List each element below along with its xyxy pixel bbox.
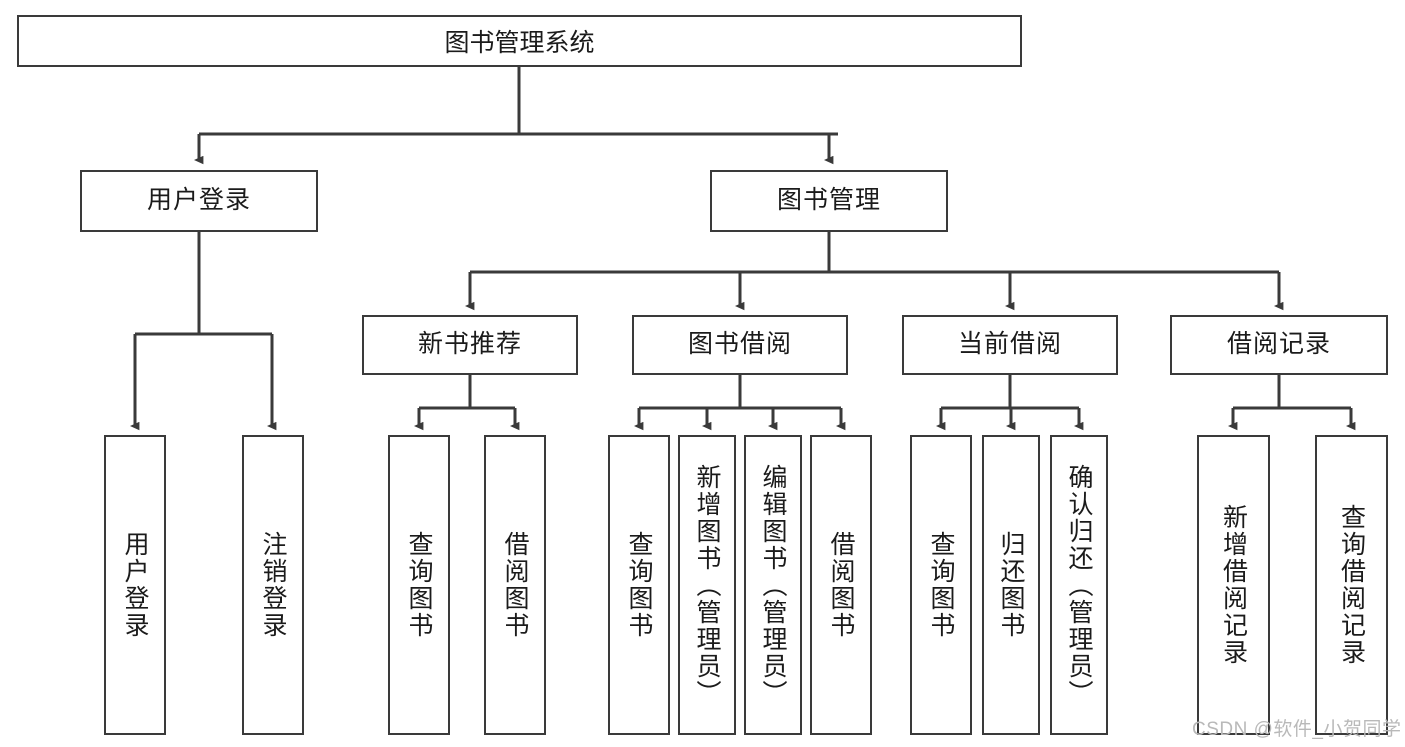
node-borrow-book-1-label: 借阅图书 — [501, 531, 529, 639]
node-query-book-3-label: 查询图书 — [927, 531, 955, 639]
node-new-book-recommend-label: 新书推荐 — [417, 330, 522, 359]
node-borrow-book-2[interactable]: 借阅图书 — [810, 435, 872, 735]
node-borrow-record-label: 借阅记录 — [1226, 330, 1331, 359]
node-return-book-label: 归还图书 — [997, 531, 1025, 639]
watermark: CSDN @软件_小贺同学 — [1192, 719, 1402, 740]
node-borrow-record[interactable]: 借阅记录 — [1170, 315, 1388, 375]
node-edit-book[interactable]: 编辑图书（管理员） — [744, 435, 802, 735]
node-book-management[interactable]: 图书管理 — [710, 170, 948, 232]
node-book-management-label: 图书管理 — [776, 186, 881, 215]
node-query-borrow-record[interactable]: 查询借阅记录 — [1315, 435, 1388, 735]
node-user-login-leaf-label: 用户登录 — [121, 531, 149, 639]
node-query-book-3[interactable]: 查询图书 — [910, 435, 972, 735]
node-root[interactable]: 图书管理系统 — [17, 15, 1022, 67]
node-current-borrow-label: 当前借阅 — [957, 330, 1062, 359]
node-user-logout-leaf[interactable]: 注销登录 — [242, 435, 304, 735]
node-new-book-recommend[interactable]: 新书推荐 — [362, 315, 578, 375]
node-user-login[interactable]: 用户登录 — [80, 170, 318, 232]
node-add-borrow-record-label: 新增借阅记录 — [1219, 504, 1248, 666]
node-user-logout-leaf-label: 注销登录 — [259, 531, 287, 639]
node-book-borrow[interactable]: 图书借阅 — [632, 315, 848, 375]
node-query-book-2[interactable]: 查询图书 — [608, 435, 670, 735]
node-add-book-label: 新增图书（管理员） — [693, 463, 721, 707]
node-confirm-return-label: 确认归还（管理员） — [1065, 463, 1093, 707]
node-borrow-book-1[interactable]: 借阅图书 — [484, 435, 546, 735]
node-current-borrow[interactable]: 当前借阅 — [902, 315, 1118, 375]
node-add-book[interactable]: 新增图书（管理员） — [678, 435, 736, 735]
node-query-book-2-label: 查询图书 — [625, 531, 653, 639]
node-return-book[interactable]: 归还图书 — [982, 435, 1040, 735]
node-user-login-label: 用户登录 — [146, 186, 251, 215]
node-query-book-1-label: 查询图书 — [405, 531, 433, 639]
node-edit-book-label: 编辑图书（管理员） — [759, 463, 787, 707]
node-user-login-leaf[interactable]: 用户登录 — [104, 435, 166, 735]
node-add-borrow-record[interactable]: 新增借阅记录 — [1197, 435, 1270, 735]
node-root-label: 图书管理系统 — [444, 29, 595, 57]
node-query-book-1[interactable]: 查询图书 — [388, 435, 450, 735]
node-query-borrow-record-label: 查询借阅记录 — [1337, 504, 1366, 666]
node-confirm-return[interactable]: 确认归还（管理员） — [1050, 435, 1108, 735]
node-book-borrow-label: 图书借阅 — [687, 330, 792, 359]
node-borrow-book-2-label: 借阅图书 — [827, 531, 855, 639]
